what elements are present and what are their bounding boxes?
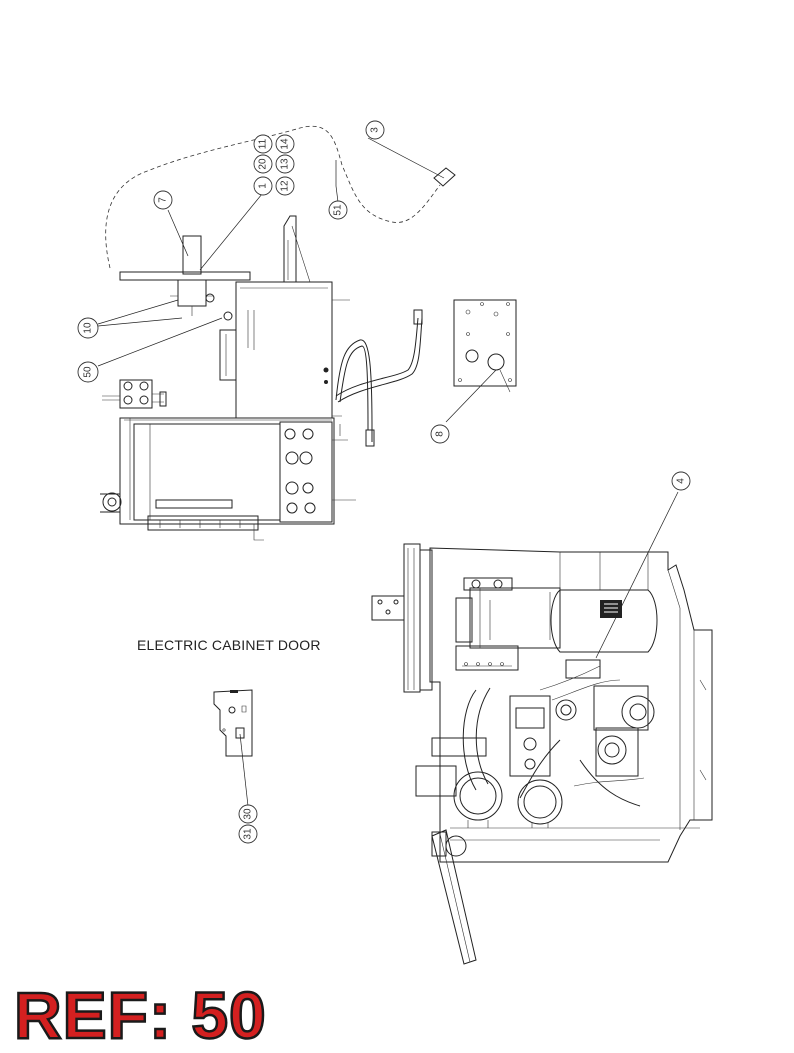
upper-assembly	[100, 125, 456, 541]
callout-11: 11	[258, 138, 269, 149]
electric-cabinet-door-label: ELECTRIC CABINET DOOR	[137, 637, 321, 653]
callout-1-bubble	[253, 176, 273, 196]
callout-30: 30	[243, 808, 254, 820]
callout-31: 31	[243, 828, 254, 840]
callout-1: 1	[258, 183, 269, 189]
callout-10-bubble	[77, 317, 99, 339]
hose-end-fitting	[433, 167, 456, 187]
callout-7-bubble	[153, 190, 173, 210]
callout-14: 14	[280, 138, 291, 150]
pressure-tank	[550, 589, 658, 653]
callout-51-bubble	[328, 200, 348, 220]
callout-30-bubble	[238, 804, 258, 824]
cabinet-door-part	[213, 689, 253, 757]
callout-12-bubble	[275, 176, 295, 196]
callout-7: 7	[158, 197, 169, 203]
callout-31-bubble	[238, 824, 258, 844]
handle-bar	[119, 271, 251, 281]
pump-manifold	[462, 659, 655, 807]
callout-14-bubble	[275, 134, 295, 154]
valve-body	[177, 279, 207, 307]
power-unit	[371, 543, 713, 965]
hydraulic-line-1	[335, 339, 373, 442]
callout-13: 13	[280, 158, 291, 170]
callout-20: 20	[258, 158, 269, 170]
callout-8-bubble	[430, 424, 450, 444]
handle-stem	[182, 235, 202, 275]
callout-20-bubble	[253, 154, 273, 174]
callout-3-bubble	[365, 120, 385, 140]
callout-4: 4	[676, 478, 687, 484]
lift-arm	[431, 829, 477, 965]
callout-50-bubble	[77, 361, 99, 383]
callout-3: 3	[370, 127, 381, 133]
motor	[469, 587, 561, 649]
callout-50: 50	[83, 366, 94, 378]
power-unit-frame	[429, 547, 713, 863]
upright-plate	[283, 215, 297, 283]
hydraulic-line-2	[335, 317, 419, 397]
leader-lines	[97, 137, 679, 807]
callout-12: 12	[280, 180, 291, 192]
callout-51: 51	[333, 204, 344, 216]
filter-canisters	[450, 771, 700, 841]
reference-number: REF: 50	[13, 978, 267, 1052]
callout-13-bubble	[275, 154, 295, 174]
callout-10: 10	[83, 322, 94, 334]
callouts: 1 20 11 12 13 14 3 7 51 10 50 8 4 31 30	[77, 120, 691, 844]
mount-plate	[453, 299, 517, 393]
hydraulic-tank	[100, 417, 356, 541]
callout-4-bubble	[671, 471, 691, 491]
upper-box	[235, 281, 333, 419]
valve-cluster	[102, 379, 167, 409]
callout-8: 8	[435, 431, 446, 437]
hose-loop-dashed	[105, 125, 441, 269]
callout-11-bubble	[253, 134, 273, 154]
control-box	[455, 645, 519, 671]
